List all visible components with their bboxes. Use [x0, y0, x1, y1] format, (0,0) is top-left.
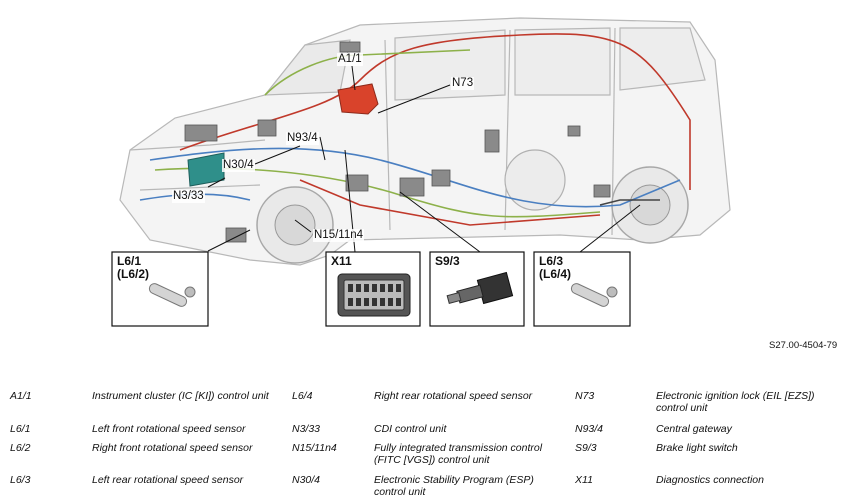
esp-control-unit-shape	[187, 152, 225, 187]
callout-n30-4: N30/4	[222, 159, 255, 172]
box-title-l6-1: L6/1 (L6/2)	[117, 255, 149, 281]
detail-box-s9-3	[429, 251, 525, 327]
leader-lines	[207, 65, 641, 253]
legend-code: A1/1	[10, 390, 32, 402]
speed-sensor-icon	[148, 283, 196, 307]
box-title-x11: X11	[331, 255, 352, 268]
legend-desc: Left rear rotational speed sensor	[92, 474, 244, 486]
speed-sensor-icon	[570, 283, 618, 307]
instrument-cluster-shape	[337, 83, 379, 115]
brake-light-switch-icon	[446, 271, 514, 305]
legend-desc: Central gateway	[656, 423, 732, 435]
legend-desc: Brake light switch	[656, 442, 738, 454]
legend-code: L6/3	[10, 474, 31, 486]
legend-code: L6/1	[10, 423, 31, 435]
legend-code: N73	[575, 390, 595, 402]
component-blocks	[184, 41, 611, 243]
box-title-l6-1-line1: L6/1	[117, 254, 142, 268]
box-title-x11-line1: X11	[331, 254, 352, 268]
legend-code: N30/4	[292, 474, 321, 486]
callout-n73: N73	[451, 77, 475, 90]
box-title-s9-3-line1: S9/3	[435, 254, 460, 268]
legend-code: N93/4	[575, 423, 604, 435]
callout-a1-1: A1/1	[337, 53, 363, 66]
legend-desc: CDI control unit	[374, 423, 447, 435]
legend-desc: Right rear rotational speed sensor	[374, 390, 533, 402]
legend-desc: Left front rotational speed sensor	[92, 423, 246, 435]
box-title-l6-3-line1: L6/3	[539, 254, 564, 268]
figure-reference: S27.00-4504-79	[769, 340, 838, 351]
legend-code: N15/11n4	[292, 442, 337, 454]
legend-desc: Diagnostics connection	[656, 474, 764, 486]
legend-code: L6/4	[292, 390, 313, 402]
callout-n93-4: N93/4	[286, 132, 319, 145]
diagnostics-connector-icon	[337, 273, 411, 317]
callout-n3-33: N3/33	[172, 190, 205, 203]
legend-desc: Electronic ignition lock (EIL [EZS]) con…	[656, 390, 815, 414]
rear-wheel	[611, 166, 689, 244]
vehicle-wiring-diagram	[111, 17, 731, 327]
legend-desc: Instrument cluster (IC [KI]) control uni…	[92, 390, 269, 402]
front-wheel	[256, 186, 334, 264]
box-title-l6-3-line2: (L6/4)	[539, 267, 572, 281]
box-title-s9-3: S9/3	[435, 255, 460, 268]
box-title-l6-3: L6/3 (L6/4)	[539, 255, 571, 281]
legend-code: X11	[575, 474, 593, 486]
middle-wheel	[504, 149, 566, 211]
legend-desc: Fully integrated transmission control (F…	[374, 442, 543, 466]
callout-n15-11n4: N15/11n4	[313, 229, 365, 242]
legend-code: S9/3	[575, 442, 597, 454]
box-title-l6-1-line2: (L6/2)	[117, 267, 150, 281]
detail-box-l6-1	[111, 251, 209, 327]
legend-desc: Right front rotational speed sensor	[92, 442, 253, 454]
detail-box-l6-3	[533, 251, 631, 327]
legend-desc: Electronic Stability Program (ESP) contr…	[374, 474, 534, 498]
legend-code: L6/2	[10, 442, 31, 454]
legend-code: N3/33	[292, 423, 321, 435]
detail-box-x11	[325, 251, 421, 327]
